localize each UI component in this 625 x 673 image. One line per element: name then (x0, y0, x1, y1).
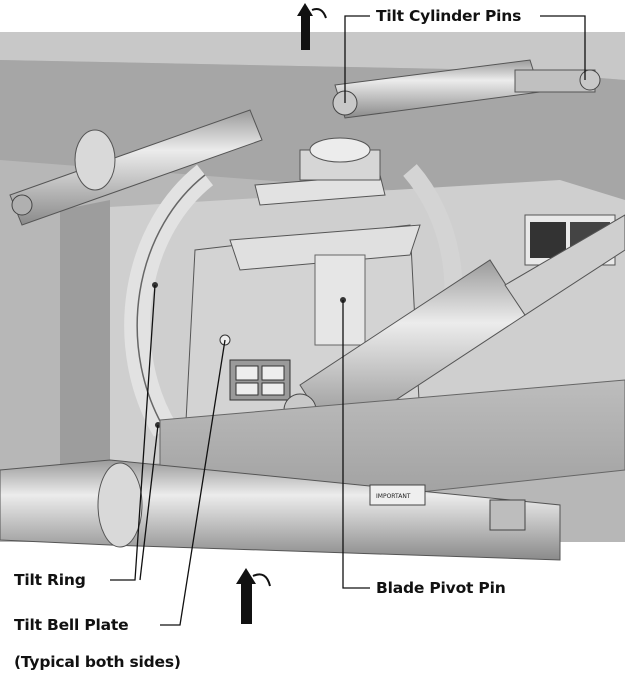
up-arrow-icon (236, 568, 271, 624)
leader-lines (110, 15, 586, 626)
blade-pivot-post (229, 137, 421, 346)
up-arrow-icon (297, 3, 327, 50)
left-tilt-cylinder (9, 109, 263, 226)
label-typical-note: (Typical both sides) (14, 653, 181, 671)
bottom-cylinder (0, 459, 561, 561)
label-tilt-ring: Tilt Ring (14, 571, 86, 589)
label-blade-pivot-pin: Blade Pivot Pin (376, 579, 506, 597)
important-decal-text: IMPORTANT (376, 493, 411, 500)
illustration-region (0, 32, 625, 561)
label-tilt-bell-plate: Tilt Bell Plate (14, 616, 129, 634)
top-tilt-cylinder (332, 59, 601, 119)
label-tilt-cylinder-pins: Tilt Cylinder Pins (376, 7, 522, 25)
